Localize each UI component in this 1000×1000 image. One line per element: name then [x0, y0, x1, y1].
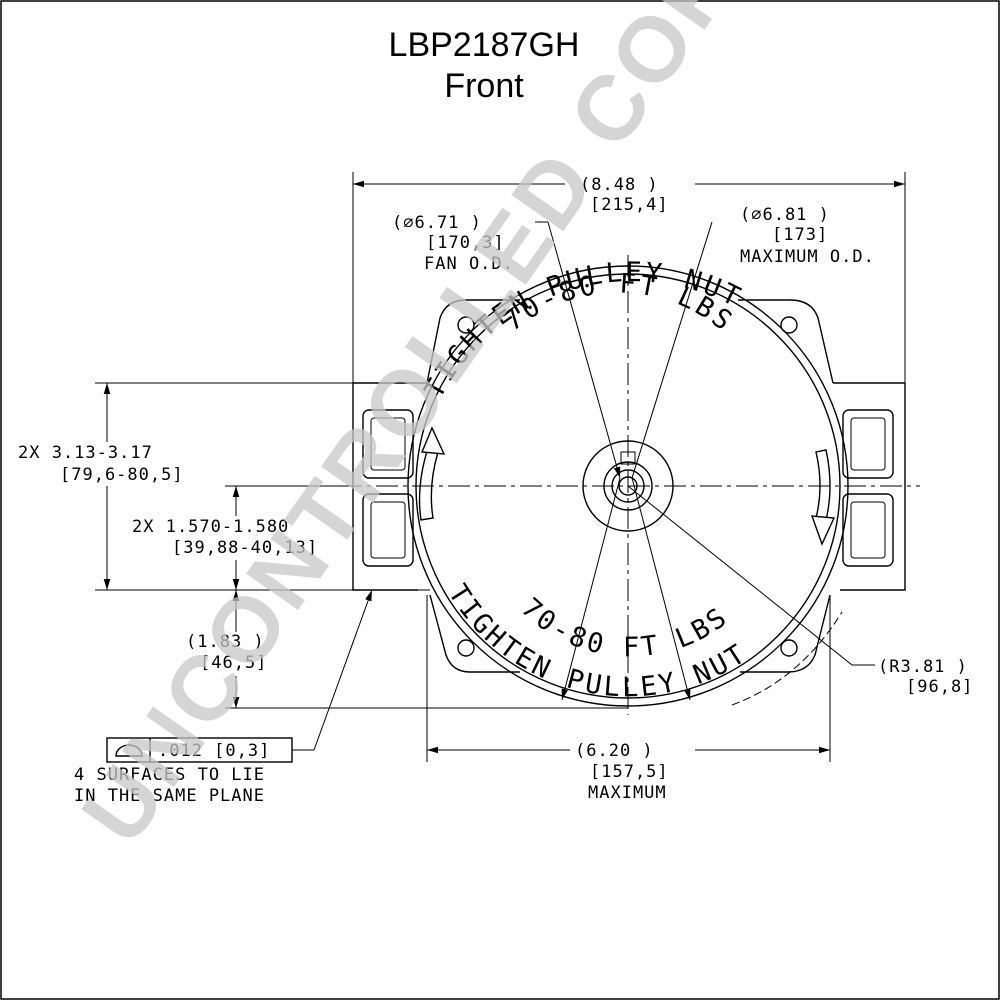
bottom-width-dimension [426, 595, 831, 762]
max-od-value: (∅6.81 ) [740, 205, 830, 225]
radius-leader [627, 485, 853, 666]
profile-surface-icon [115, 744, 143, 757]
max-od-leader [631, 221, 713, 479]
mount-offset-value: 2X 1.570-1.580 [132, 517, 289, 537]
flatness-note-line1: 4 SURFACES TO LIE [74, 765, 265, 785]
overall-width-dimension [352, 172, 906, 383]
alternator-housing [352, 299, 906, 673]
mount-spread-metric: [79,6-80,5] [60, 465, 184, 485]
bottom-width-value: (6.20 ) [575, 741, 654, 761]
radius-value: (R3.81 ) [878, 657, 968, 677]
mount-spread-dimension [15, 382, 430, 591]
part-number-title: LBP2187GH [389, 26, 580, 64]
uncontrolled-copy-watermark: UNCONTROLLED COPY [63, 0, 792, 861]
radius-arc [731, 611, 843, 706]
flatness-note-line2: IN THE SAME PLANE [74, 786, 265, 806]
mount-offset-metric: [39,88-40,13] [172, 538, 318, 558]
rotation-arrow-right [810, 449, 836, 546]
flatness-control-frame [106, 589, 373, 763]
fan-od-note: FAN O.D. [424, 254, 514, 274]
lower-height-dimension [180, 590, 628, 709]
fan-od-value: (∅6.71 ) [392, 213, 482, 233]
max-od-note: MAXIMUM O.D. [740, 247, 875, 267]
flatness-tolerance: .012 [0,3] [158, 741, 270, 761]
radius-metric: [96,8] [906, 677, 973, 697]
overall-width-metric: [215,4] [590, 195, 669, 215]
max-od-leader-lower [631, 477, 691, 701]
lower-height-value: (1.83 ) [186, 632, 265, 652]
fan-label-bottom-inner: 70-80 FT LBS [515, 592, 735, 663]
fan-od-leader [547, 221, 621, 479]
fan-od-leader-lower [561, 477, 621, 701]
overall-width-value: (8.48 ) [580, 175, 659, 195]
view-subtitle: Front [444, 67, 524, 105]
fan-od-metric: [170,3] [426, 233, 505, 253]
mount-spread-value: 2X 3.13-3.17 [18, 443, 153, 463]
bottom-width-note: MAXIMUM [588, 783, 667, 803]
lower-height-metric: [46,5] [200, 653, 267, 673]
max-od-metric: [173] [772, 225, 828, 245]
bottom-width-metric: [157,5] [590, 762, 669, 782]
mount-offset-dimension [128, 485, 340, 590]
rotation-arrow-left [418, 426, 446, 521]
